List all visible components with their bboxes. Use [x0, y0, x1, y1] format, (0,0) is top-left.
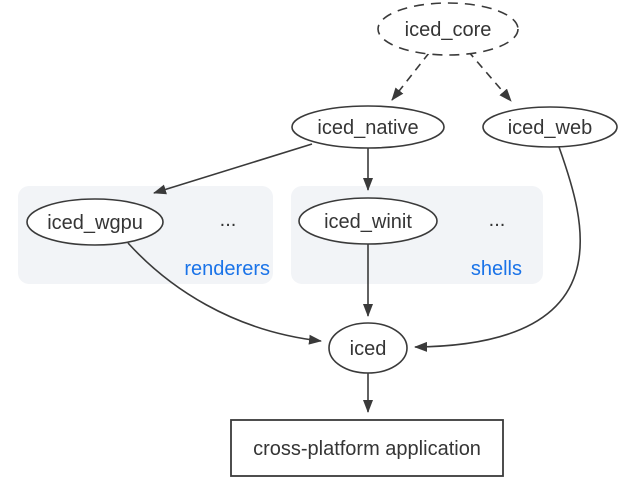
iced-wgpu-ellipse: [26, 198, 164, 246]
edge-iced-wgpu-to-iced: [127, 242, 322, 345]
iced-ellipse: [328, 322, 408, 374]
iced-web-ellipse: [482, 106, 618, 148]
shells-ellipsis: ...: [489, 209, 506, 231]
node-iced-core: iced_core: [377, 2, 519, 56]
iced-core-ellipse: [377, 2, 519, 56]
node-iced-native: iced_native: [291, 105, 445, 149]
edge-iced-core-to-iced-native: [391, 52, 430, 101]
iced-native-ellipse: [291, 105, 445, 149]
iced-core-label: iced_core: [405, 19, 492, 41]
iced-winit-ellipse: [298, 197, 438, 245]
edge-iced-web-to-iced: [414, 146, 582, 352]
node-iced-web: iced_web: [482, 106, 618, 148]
edge-iced-core-to-iced-web: [467, 50, 512, 102]
application-box: [230, 419, 504, 477]
iced-wgpu-label: iced_wgpu: [47, 212, 143, 234]
node-iced-wgpu: iced_wgpu: [26, 198, 164, 246]
iced-web-label: iced_web: [508, 117, 593, 139]
renderers-group-label: renderers: [184, 258, 270, 280]
iced-winit-label: iced_winit: [324, 211, 412, 233]
node-iced-winit: iced_winit: [298, 197, 438, 245]
shells-group-label: shells: [471, 258, 522, 280]
iced-native-label: iced_native: [317, 117, 418, 139]
node-iced: iced: [328, 322, 408, 374]
iced-label: iced: [350, 338, 387, 360]
node-cross-platform-application: cross-platform application: [230, 419, 504, 477]
edge-iced-native-to-iced-wgpu: [153, 143, 313, 195]
application-label: cross-platform application: [253, 438, 481, 460]
renderers-ellipsis: ...: [220, 209, 237, 231]
